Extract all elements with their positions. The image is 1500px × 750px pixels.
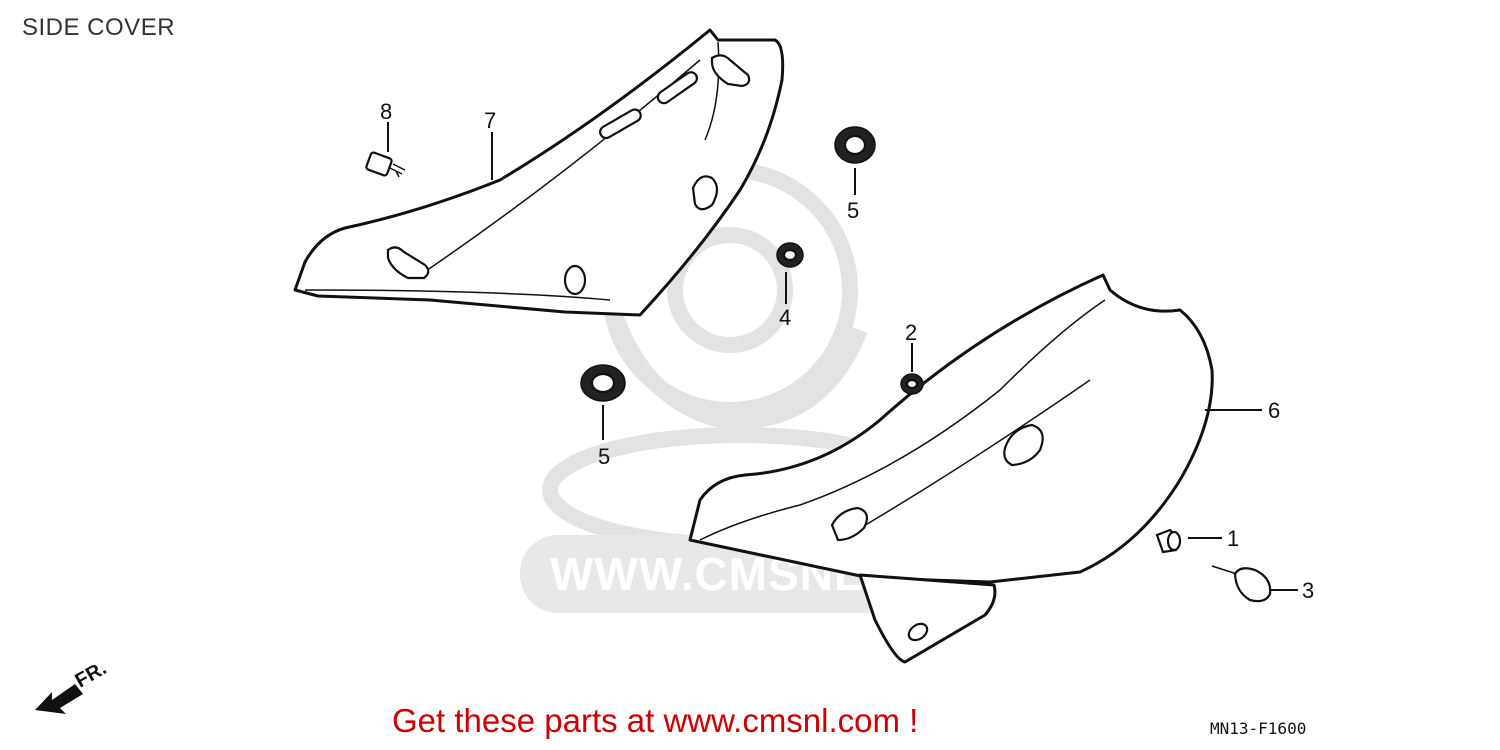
front-arrow-icon (35, 684, 83, 714)
callout-1: 1 (1227, 526, 1239, 551)
leader-lines (387, 122, 1298, 591)
promo-text: Get these parts at www.cmsnl.com ! (392, 702, 919, 739)
diagram-title: SIDE COVER (22, 14, 176, 41)
diagram-reference: MN13-F1600 (1210, 719, 1307, 738)
callout-2: 2 (905, 320, 917, 345)
side-cover-right (688, 273, 1214, 664)
front-indicator: FR. (35, 657, 110, 714)
part-4-grommet (776, 242, 804, 268)
part-1-collar (1155, 528, 1182, 554)
callout-5-upper: 5 (847, 198, 859, 223)
callout-5-lower: 5 (598, 444, 610, 469)
part-8-bolt (365, 151, 406, 178)
callout-8: 8 (380, 99, 392, 124)
part-5-grommet-lower (580, 364, 626, 402)
callout-4: 4 (779, 305, 791, 330)
callout-3: 3 (1302, 578, 1314, 603)
part-2-washer (900, 373, 924, 395)
callouts: 8 7 5 4 2 5 6 1 3 (380, 99, 1314, 603)
part-5-grommet-upper (834, 126, 876, 164)
callout-6: 6 (1268, 398, 1280, 423)
callout-7: 7 (484, 108, 496, 133)
side-cover-left (293, 28, 785, 317)
part-3-clip (1211, 565, 1272, 603)
watermark-logo-face (602, 297, 868, 429)
